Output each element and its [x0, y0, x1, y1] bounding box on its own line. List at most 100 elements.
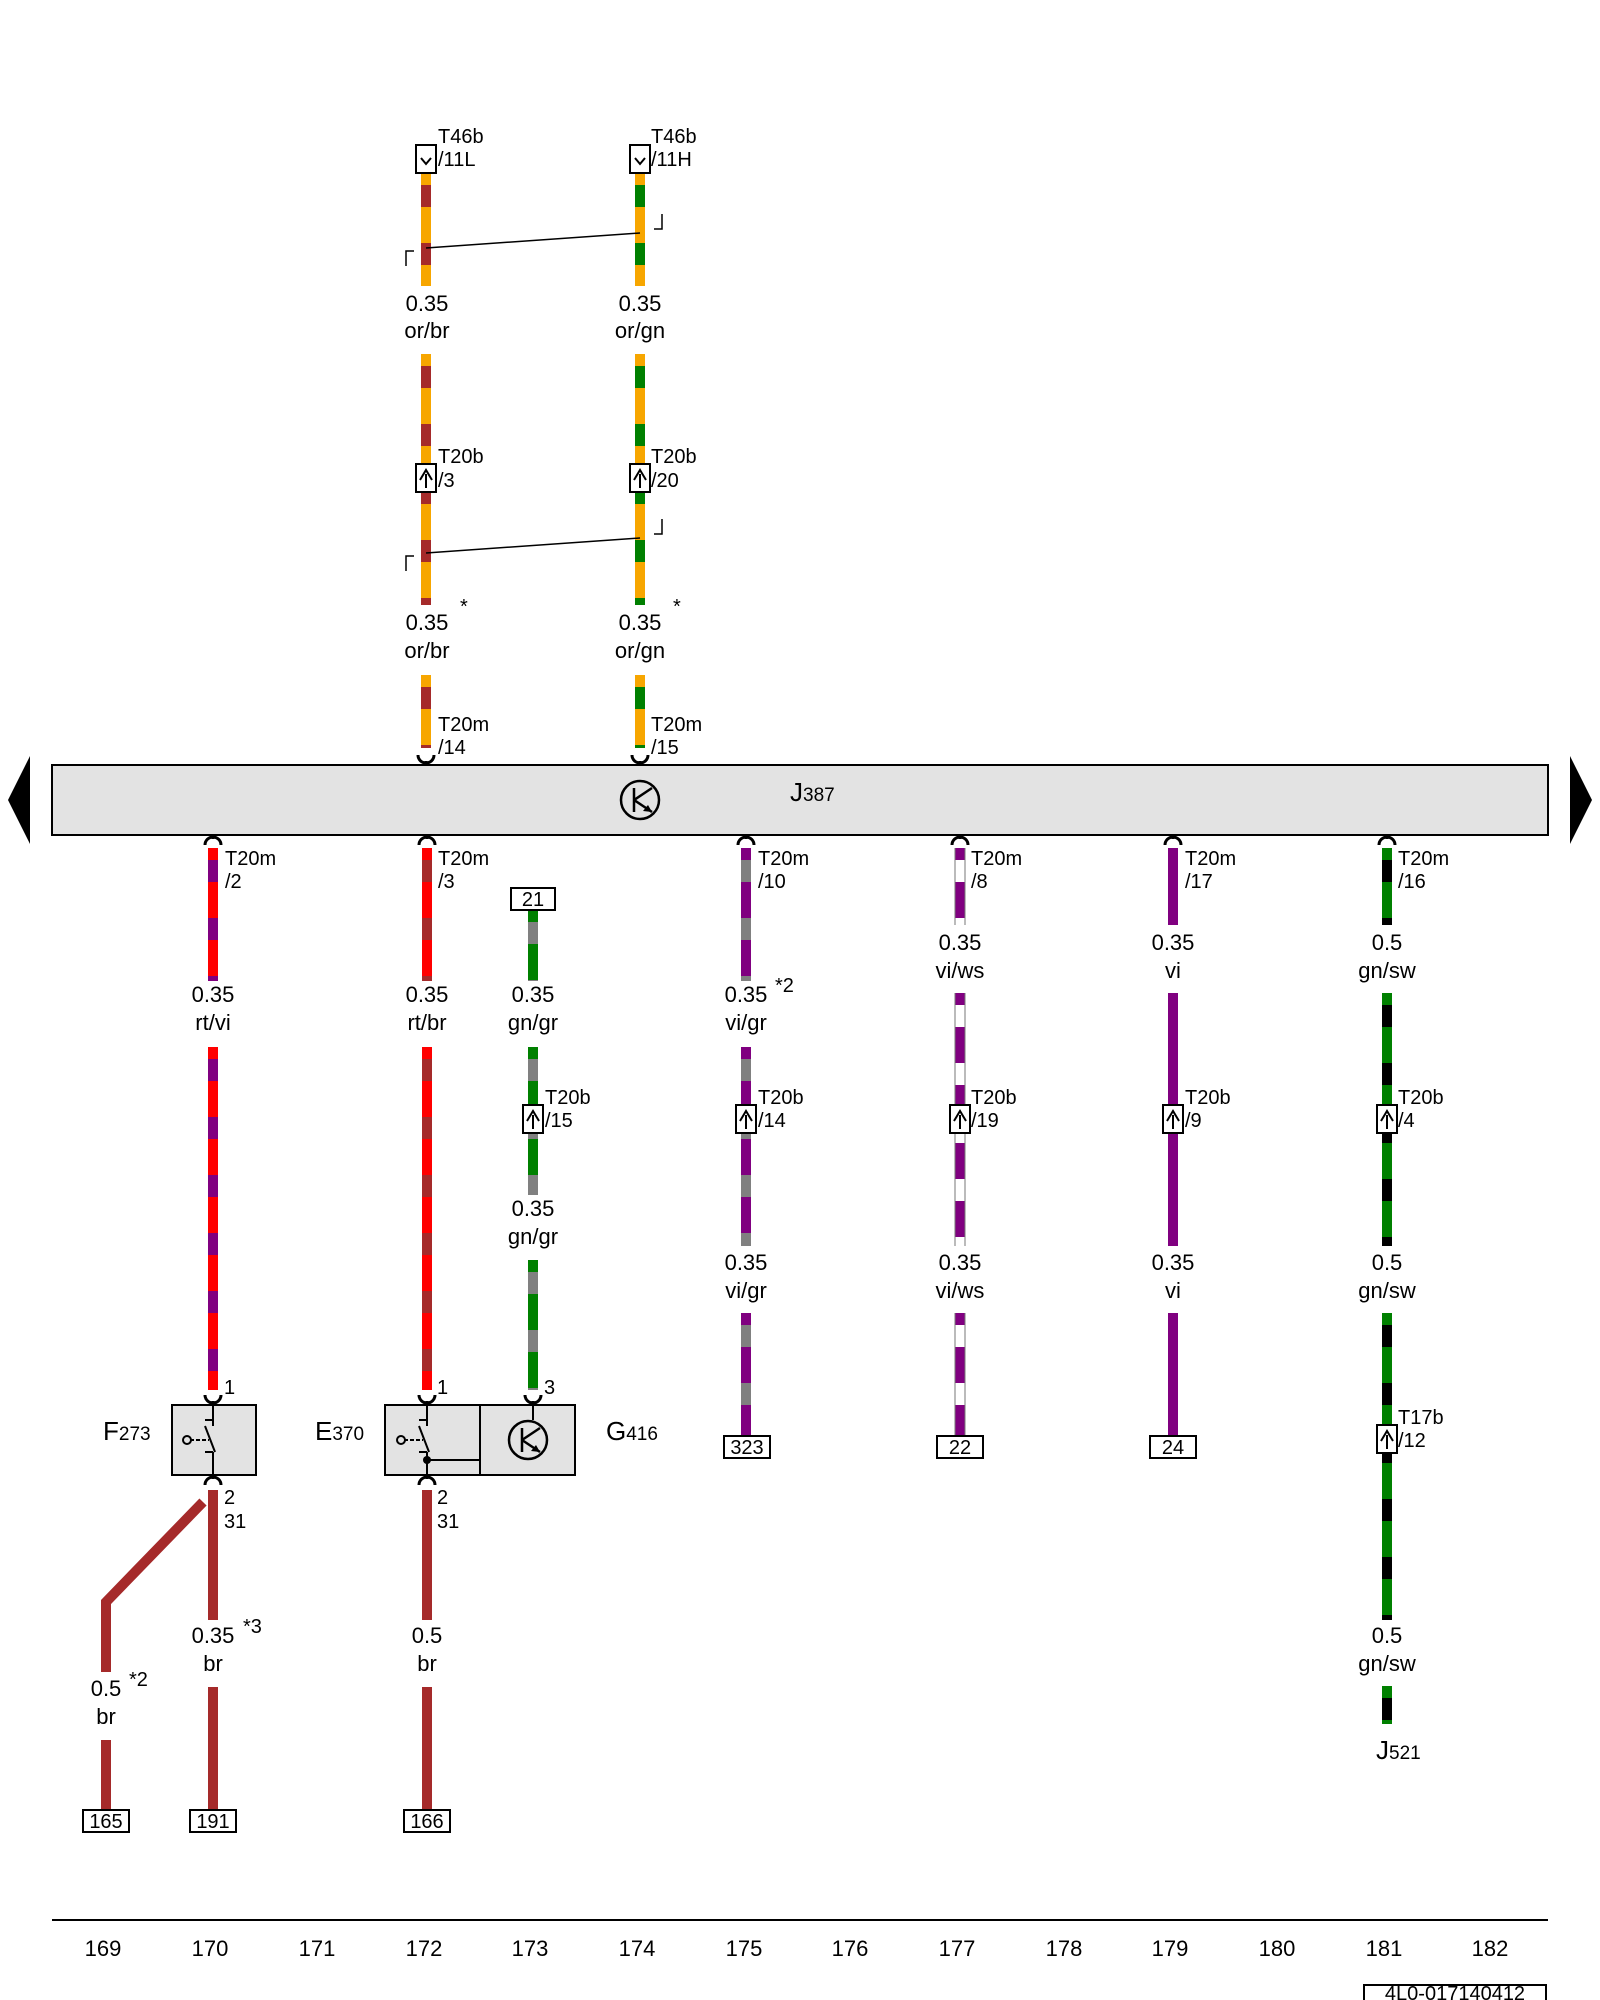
- ref-box-label: 166: [410, 1811, 443, 1833]
- wire-label-code: vi/gr: [725, 1278, 767, 1303]
- wire-label-gauge: 0.5: [1372, 930, 1403, 955]
- pin-socket-icon: [523, 1394, 543, 1405]
- switch-f273: [171, 1404, 257, 1476]
- connector-pin: /8: [971, 871, 988, 893]
- pin-socket-icon: [950, 835, 970, 846]
- wire-note: *2: [129, 1669, 148, 1691]
- previous-page-arrow[interactable]: [8, 756, 30, 844]
- next-page-arrow[interactable]: [1570, 756, 1592, 844]
- pin-socket-icon: [1377, 835, 1397, 846]
- ref-box-label: 22: [949, 1437, 971, 1459]
- pin-socket-icon: [203, 1475, 223, 1486]
- wire-label-code: vi/ws: [936, 958, 985, 983]
- connector-pin: /2: [225, 871, 242, 893]
- wire-label-code: or/gn: [615, 638, 665, 663]
- module-j387-label: J387: [790, 777, 835, 807]
- wire-label-gauge: 0.35: [192, 1623, 235, 1648]
- reference-boxes: 2 1 323 22 24 165 191 166: [82, 887, 1197, 1833]
- inline-connector-icon: [415, 463, 437, 493]
- inline-connector-icon: [1376, 1104, 1398, 1134]
- switch-e370-sensor-g416: [384, 1404, 576, 1476]
- wire-label-gauge: 0.35: [512, 1196, 555, 1221]
- inline-connector-icon: [949, 1104, 971, 1134]
- connector-labels: T46b /11L T46b /11H T20b /3 T20b /20 T20…: [225, 126, 1449, 1452]
- wire-label-code: gn/sw: [1358, 1651, 1416, 1676]
- wire-label-gauge: 0.5: [1372, 1250, 1403, 1275]
- document-id-box: [1363, 1984, 1547, 2000]
- wire-ground-diagonal: [101, 1498, 207, 1672]
- column-number: 175: [726, 1936, 763, 1961]
- column-numbers: 169 170 171 172 173 174 175 176 177 178 …: [85, 1936, 1509, 1961]
- wire-label-code: gn/sw: [1358, 958, 1416, 983]
- wire-label-code: rt/br: [407, 1010, 446, 1035]
- wire-label-gauge: 0.35: [725, 982, 768, 1007]
- pin-socket-icon: [1163, 835, 1183, 846]
- wire-label-gauge: 0.35: [1152, 930, 1195, 955]
- pin-socket-icon: [736, 835, 756, 846]
- connector-pin: /19: [971, 1110, 999, 1132]
- pin-socket-icon: [203, 835, 223, 846]
- connector-pin: /15: [651, 737, 679, 759]
- e370-pin-1: 1: [437, 1377, 448, 1399]
- wire-label-gauge: 0.5: [91, 1676, 122, 1701]
- wire-label-code: vi: [1165, 1278, 1181, 1303]
- connector-t46b-11h-symbol: [629, 144, 651, 174]
- g416-pin-3: 3: [544, 1377, 555, 1399]
- connector-pin: /12: [1398, 1430, 1426, 1452]
- column-number: 176: [832, 1936, 869, 1961]
- wire-label-code: or/br: [404, 638, 449, 663]
- wire-label-gauge: 0.35: [725, 1250, 768, 1275]
- wire-segment: [954, 848, 966, 925]
- inline-connector-icon: [1162, 1104, 1184, 1134]
- document-id: 4L0-017140412: [1385, 1983, 1525, 2000]
- ref-box-label: 24: [1162, 1437, 1184, 1459]
- ref-box-label: 323: [730, 1437, 763, 1459]
- connector-name: T46b: [651, 126, 697, 148]
- wire-label-gauge: 0.35: [406, 982, 449, 1007]
- connector-pin: /14: [438, 737, 466, 759]
- wire-label-code: vi: [1165, 958, 1181, 983]
- wire-label-code: rt/vi: [195, 1010, 230, 1035]
- wire-note: *: [673, 596, 681, 618]
- wire-label-code: br: [96, 1704, 116, 1729]
- wire-label-code: gn/gr: [508, 1010, 558, 1035]
- column-number: 174: [619, 1936, 656, 1961]
- wire-segment: [954, 1313, 966, 1436]
- switch-e370-label: E370: [315, 1416, 364, 1446]
- connector-name: T20b: [651, 446, 697, 468]
- wire-label-gauge: 0.5: [1372, 1623, 1403, 1648]
- wire-label-code: br: [417, 1651, 437, 1676]
- twisted-pair-lower: [405, 519, 663, 571]
- ref-box-label: 165: [89, 1811, 122, 1833]
- f273-pin-1: 1: [224, 1377, 235, 1399]
- connector-name: T17b: [1398, 1407, 1444, 1429]
- connector-name: T20b: [1398, 1087, 1444, 1109]
- wire-label-gauge: 0.35: [939, 930, 982, 955]
- inline-connector-icon: [629, 463, 651, 493]
- pin-socket-icon: [630, 754, 650, 765]
- pin-socket-icon: [203, 1394, 223, 1405]
- connector-pin: /11H: [651, 149, 692, 171]
- column-number: 169: [85, 1936, 122, 1961]
- column-number: 177: [939, 1936, 976, 1961]
- wire-label-gauge: 0.35: [512, 982, 555, 1007]
- wire-labels: 0.35 or/br 0.35 or/br 0.35 or/gn 0.35 or…: [91, 291, 1416, 1729]
- wire-label-gauge: 0.35: [1152, 1250, 1195, 1275]
- inline-connector-icon: [522, 1104, 544, 1134]
- wire-label-gauge: 0.5: [412, 1623, 443, 1648]
- e370-ground-31: 31: [437, 1511, 459, 1533]
- connector-pin: /20: [651, 470, 679, 492]
- connector-name: T20b: [758, 1087, 804, 1109]
- switch-f273-label: F273: [103, 1416, 151, 1446]
- e370-pin-2: 2: [437, 1487, 448, 1509]
- ref-box-label: 191: [196, 1811, 229, 1833]
- pin-socket-icon: [417, 1475, 437, 1486]
- inline-connector-group: [415, 463, 1398, 1454]
- connector-name: T20m: [1185, 848, 1236, 870]
- pin-socket-icon: [416, 754, 436, 765]
- socket-group: [203, 754, 1397, 1486]
- connector-pin: /15: [545, 1110, 573, 1132]
- connector-t46b-11l-symbol: [415, 144, 437, 174]
- pin-socket-icon: [417, 1394, 437, 1405]
- connector-pin: /16: [1398, 871, 1426, 893]
